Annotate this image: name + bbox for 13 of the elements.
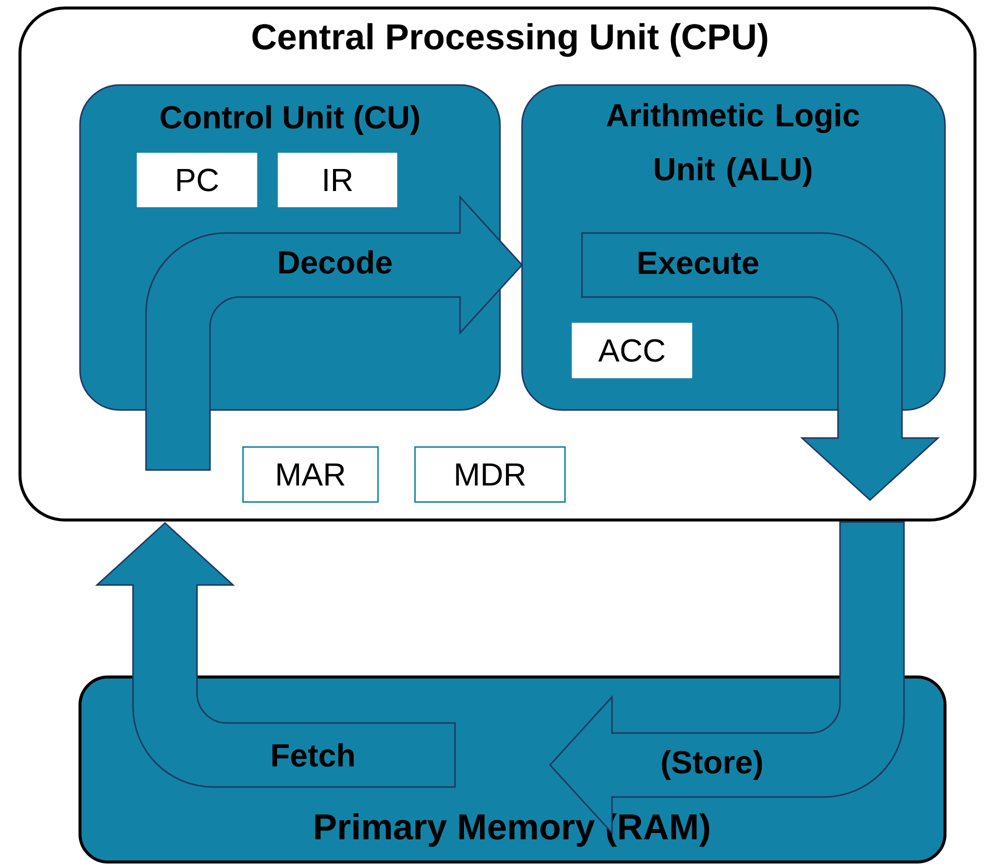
edge-label: Decode (276, 249, 394, 275)
register-box: MDR (414, 446, 566, 503)
register-box: MAR (242, 446, 379, 503)
register-box: ACC (572, 322, 692, 378)
edge-label: Execute (636, 250, 760, 276)
block-arrow (145, 196, 523, 471)
block-arrow (581, 232, 939, 501)
block-arrow (549, 521, 905, 834)
edge-label: Fetch (269, 742, 357, 768)
block-arrow (96, 522, 456, 788)
edge-label: (Store) (659, 749, 765, 781)
register-box: IR (278, 152, 398, 208)
register-box: PC (136, 152, 258, 208)
